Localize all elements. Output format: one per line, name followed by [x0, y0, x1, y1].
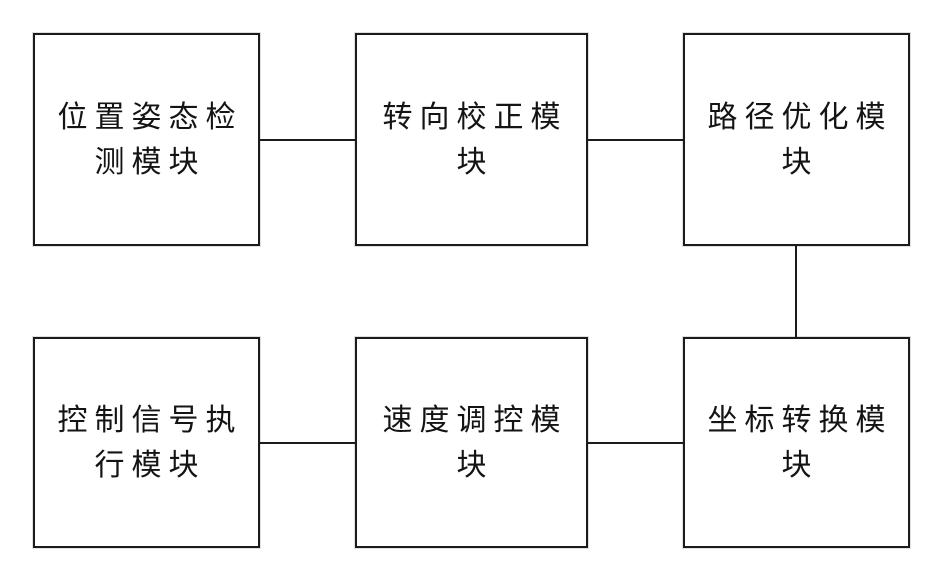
module-box-steering-correction: 转向校正模 块	[355, 33, 588, 246]
module-box-control-signal-execution: 控制信号执 行模块	[33, 337, 260, 548]
connector-detection-to-steering	[260, 139, 355, 141]
module-label-line: 测模块	[94, 144, 206, 180]
module-label-line: 块	[781, 144, 819, 180]
module-box-speed-regulation: 速度调控模 块	[355, 337, 588, 548]
module-label-line: 块	[781, 447, 819, 483]
module-box-coordinate-transformation: 坐标转换模 块	[683, 337, 910, 548]
connector-coordinate-to-speed	[588, 442, 683, 444]
module-label-line: 行模块	[94, 447, 206, 483]
module-label-line: 速度调控模	[382, 402, 568, 438]
module-label-line: 转向校正模	[382, 99, 568, 135]
module-label-line: 位置姿态检	[57, 99, 243, 135]
module-label-line: 控制信号执	[57, 402, 243, 438]
module-box-position-attitude-detection: 位置姿态检 测模块	[33, 33, 260, 246]
module-box-path-optimization: 路径优化模 块	[683, 33, 910, 246]
module-label-line: 路径优化模	[707, 99, 893, 135]
connector-steering-to-path	[588, 139, 683, 141]
connector-speed-to-execution	[260, 442, 355, 444]
module-label-line: 块	[456, 447, 494, 483]
connector-path-to-coordinate	[795, 246, 797, 337]
module-label-line: 块	[456, 144, 494, 180]
module-label-line: 坐标转换模	[707, 402, 893, 438]
